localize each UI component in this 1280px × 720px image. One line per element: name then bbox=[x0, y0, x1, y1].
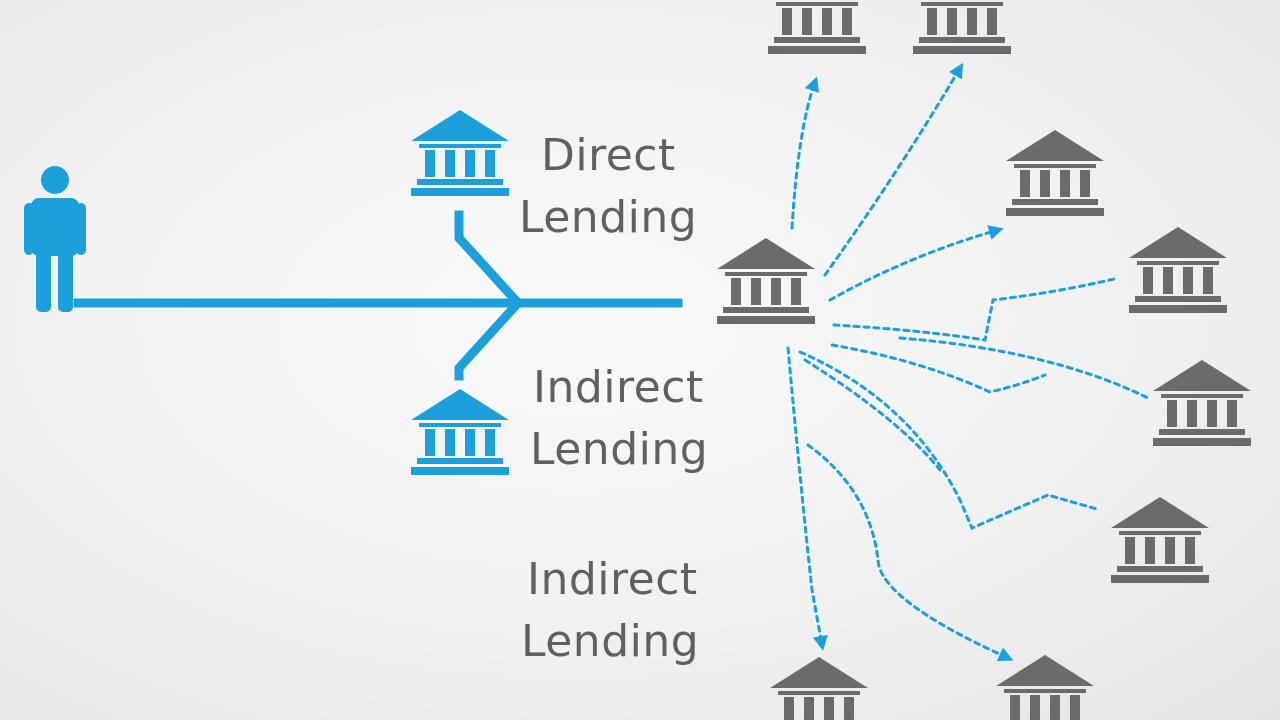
bank-icon-bottom-right bbox=[996, 655, 1094, 720]
bank-icon-central bbox=[717, 238, 815, 324]
dotted-link-bottom-right bbox=[806, 443, 1014, 662]
bank-icon-right-1 bbox=[1006, 130, 1104, 216]
dotted-link-top-right bbox=[823, 62, 964, 277]
dotted-link-right-3 bbox=[898, 336, 1150, 400]
dotted-link-right-2 bbox=[830, 343, 1047, 394]
indirect-lending-label-2-line2: Lending bbox=[521, 616, 700, 667]
dotted-link-upper-right bbox=[828, 225, 1004, 302]
dotted-link-bottom-left bbox=[786, 346, 828, 651]
bank-icon-top-right bbox=[913, 2, 1011, 54]
bank-icon-bottom-left bbox=[770, 657, 868, 720]
main-flow-arrow bbox=[73, 210, 683, 381]
bank-icon-direct bbox=[411, 110, 509, 196]
arrow-chevron bbox=[454, 210, 525, 381]
dotted-link-lower-right bbox=[798, 350, 1102, 530]
indirect-lending-label-1-line2: Lending bbox=[530, 424, 709, 475]
dotted-link-top-left bbox=[790, 76, 820, 230]
indirect-lending-label-2-line1: Indirect bbox=[527, 554, 698, 605]
direct-lending-label-line2: Lending bbox=[519, 192, 698, 243]
banks-layer bbox=[411, 2, 1251, 720]
bank-icon-right-4 bbox=[1111, 497, 1209, 583]
bank-icon-right-3 bbox=[1153, 360, 1251, 446]
dotted-link-right-1 bbox=[832, 276, 1120, 342]
direct-lending-label-line1: Direct bbox=[541, 130, 676, 181]
bank-icon-top-left bbox=[768, 2, 866, 54]
dotted-connections bbox=[786, 62, 1150, 662]
bank-icon-indirect bbox=[411, 389, 509, 475]
person-icon bbox=[24, 166, 86, 312]
dotted-link-lower-mid bbox=[803, 358, 942, 472]
bank-icon-right-2 bbox=[1129, 227, 1227, 313]
indirect-lending-label-1-line1: Indirect bbox=[533, 362, 704, 413]
